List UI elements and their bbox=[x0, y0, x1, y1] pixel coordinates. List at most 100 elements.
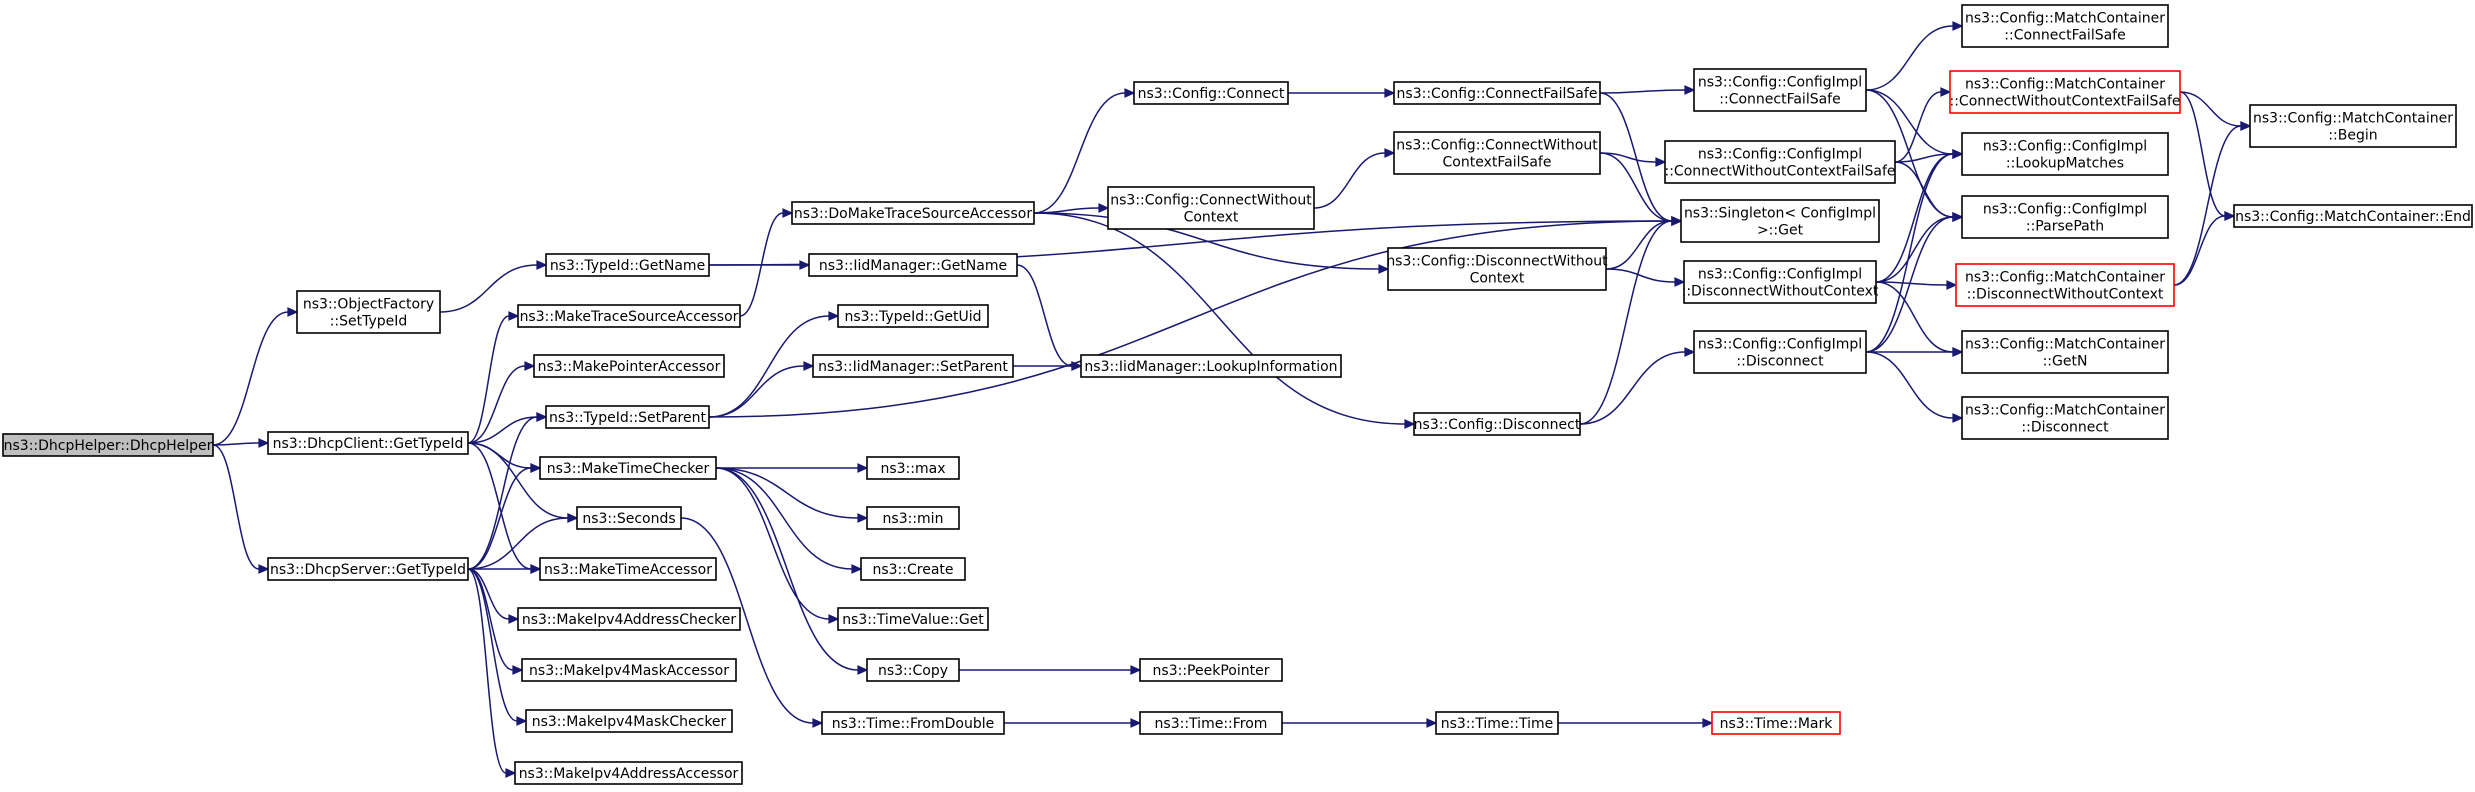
node-makeTimeChecker[interactable]: ns3::MakeTimeChecker bbox=[539, 456, 717, 480]
node-makeIpv4MaskAcc[interactable]: ns3::MakeIpv4MaskAccessor bbox=[521, 658, 737, 682]
edge-line bbox=[715, 467, 859, 671]
edge-line bbox=[1865, 216, 1954, 353]
node-doMakeTSA[interactable]: ns3::DoMakeTraceSourceAccessor bbox=[791, 201, 1035, 225]
node-label: ns3::MakeIpv4MaskChecker bbox=[532, 714, 727, 730]
node-label: ns3::Time::Time bbox=[1441, 716, 1553, 732]
node-seconds[interactable]: ns3::Seconds bbox=[576, 506, 682, 530]
node-timeTime[interactable]: ns3::Time::Time bbox=[1435, 711, 1559, 735]
edge-arrowhead bbox=[1952, 347, 1964, 357]
node-box bbox=[296, 290, 441, 334]
node-box bbox=[1387, 247, 1607, 291]
node-box bbox=[866, 456, 960, 480]
node-label: ns3::Time::From bbox=[1155, 716, 1268, 732]
node-label: ::DisconnectWithoutContext bbox=[1682, 284, 1879, 300]
node-label: ns3::Config::ConfigImpl bbox=[1698, 75, 1862, 91]
node-implConnectWOCFS[interactable]: ns3::Config::ConfigImpl::ConnectWithoutC… bbox=[1664, 140, 1896, 184]
node-serverGTI[interactable]: ns3::DhcpServer::GetTypeId bbox=[267, 557, 469, 581]
node-cfgConnectFS[interactable]: ns3::Config::ConnectFailSafe bbox=[1393, 81, 1601, 105]
node-box bbox=[821, 711, 1005, 735]
edge-arrowhead bbox=[1940, 87, 1952, 97]
node-singletonGet[interactable]: ns3::Singleton< ConfigImpl >::Get bbox=[1680, 199, 1880, 243]
node-label: ns3::Config::ConnectWithout bbox=[1396, 138, 1598, 154]
edge-arrowhead bbox=[1952, 149, 1964, 159]
node-label: ns3::Singleton< ConfigImpl bbox=[1684, 206, 1876, 222]
node-implDisconnectWOC[interactable]: ns3::Config::ConfigImpl::DisconnectWitho… bbox=[1682, 260, 1879, 304]
node-label: ns3::IidManager::SetParent bbox=[818, 359, 1008, 375]
edge-arrowhead bbox=[1384, 88, 1396, 98]
node-mcBegin[interactable]: ns3::Config::MatchContainer::Begin bbox=[2249, 104, 2457, 148]
node-objfac[interactable]: ns3::ObjectFactory::SetTypeId bbox=[296, 290, 441, 334]
node-timeValueGet[interactable]: ns3::TimeValue::Get bbox=[837, 607, 989, 631]
node-iidLookupInfo[interactable]: ns3::IidManager::LookupInformation bbox=[1080, 354, 1342, 378]
node-cfgConnectWOC[interactable]: ns3::Config::ConnectWithoutContext bbox=[1107, 186, 1315, 230]
node-box bbox=[2249, 104, 2457, 148]
edge-arrowhead bbox=[1071, 361, 1083, 371]
node-makeTSA[interactable]: ns3::MakeTraceSourceAccessor bbox=[517, 304, 741, 328]
node-iidGetName[interactable]: ns3::IidManager::GetName bbox=[808, 253, 1018, 277]
node-cfgConnect[interactable]: ns3::Config::Connect bbox=[1133, 81, 1289, 105]
node-cfgDisconnect[interactable]: ns3::Config::Disconnect bbox=[1413, 412, 1581, 436]
edge-line bbox=[467, 416, 538, 444]
node-makeIpv4AddrAcc[interactable]: ns3::MakeIpv4AddressAccessor bbox=[514, 761, 743, 785]
edge-timeTime-to-timeMark bbox=[1558, 718, 1714, 728]
edge-serverGTI-to-makeIpv4AddrChecker bbox=[467, 568, 520, 624]
node-tidGetName[interactable]: ns3::TypeId::GetName bbox=[545, 253, 710, 277]
edge-arrowhead bbox=[1378, 264, 1390, 274]
edge-arrowhead bbox=[258, 438, 270, 448]
node-label: ::Begin bbox=[2328, 128, 2377, 144]
node-implConnectFS[interactable]: ns3::Config::ConfigImpl::ConnectFailSafe bbox=[1693, 68, 1867, 112]
node-mcGetN[interactable]: ns3::Config::MatchContainer::GetN bbox=[1961, 330, 2169, 374]
node-mcEnd[interactable]: ns3::Config::MatchContainer::End bbox=[2233, 204, 2473, 228]
node-makePtrAcc[interactable]: ns3::MakePointerAccessor bbox=[533, 354, 725, 378]
node-mcConnectFS[interactable]: ns3::Config::MatchContainer::ConnectFail… bbox=[1961, 4, 2169, 48]
node-peekPointer[interactable]: ns3::PeekPointer bbox=[1139, 658, 1283, 682]
edge-mcConnectWOCFS-to-mcBegin bbox=[2179, 91, 2252, 131]
node-makeIpv4MaskChecker[interactable]: ns3::MakeIpv4MaskChecker bbox=[525, 709, 733, 733]
node-label: ns3::DoMakeTraceSourceAccessor bbox=[794, 206, 1032, 222]
edge-line bbox=[1599, 89, 1686, 94]
node-timeFromDouble[interactable]: ns3::Time::FromDouble bbox=[821, 711, 1005, 735]
node-max[interactable]: ns3::max bbox=[866, 456, 960, 480]
node-create[interactable]: ns3::Create bbox=[860, 557, 966, 581]
node-makeTimeAcc[interactable]: ns3::MakeTimeAccessor bbox=[539, 557, 717, 581]
node-implLookup[interactable]: ns3::Config::ConfigImpl::LookupMatches bbox=[1961, 132, 2169, 176]
node-cfgDisconnectWOC[interactable]: ns3::Config::DisconnectWithoutContext bbox=[1386, 247, 1608, 291]
node-label: ns3::Config::ConfigImpl bbox=[1983, 202, 2147, 218]
node-label: ns3::Config::MatchContainer bbox=[2253, 111, 2453, 127]
node-box bbox=[539, 456, 717, 480]
node-timeMark[interactable]: ns3::Time::Mark bbox=[1711, 711, 1841, 735]
edge-line bbox=[467, 416, 538, 570]
node-label: ns3::MakeIpv4MaskAccessor bbox=[529, 663, 729, 679]
node-clientGTI[interactable]: ns3::DhcpClient::GetTypeId bbox=[267, 431, 469, 455]
node-tidGetUid[interactable]: ns3::TypeId::GetUid bbox=[837, 304, 989, 328]
node-root[interactable]: ns3::DhcpHelper::DhcpHelper bbox=[2, 433, 214, 457]
node-min[interactable]: ns3::min bbox=[866, 506, 960, 530]
node-label: ::ConnectWithoutContextFailSafe bbox=[1949, 94, 2180, 110]
node-mcConnectWOCFS[interactable]: ns3::Config::MatchContainer::ConnectWith… bbox=[1949, 70, 2181, 114]
node-copy[interactable]: ns3::Copy bbox=[866, 658, 960, 682]
node-tidSetParent[interactable]: ns3::TypeId::SetParent bbox=[545, 405, 710, 429]
edge-cfgConnectFS-to-implConnectFS bbox=[1599, 85, 1696, 95]
edge-arrowhead bbox=[1702, 718, 1714, 728]
edge-timeFromDouble-to-timeFrom bbox=[1004, 718, 1142, 728]
edge-implDisconnect-to-mcGetN bbox=[1865, 347, 1964, 357]
node-iidSetParent[interactable]: ns3::IidManager::SetParent bbox=[812, 354, 1014, 378]
node-implDisconnect[interactable]: ns3::Config::ConfigImpl::Disconnect bbox=[1693, 330, 1867, 374]
node-mcDisconnectWOC[interactable]: ns3::Config::MatchContainer::DisconnectW… bbox=[1955, 263, 2175, 307]
node-label: ns3::PeekPointer bbox=[1153, 663, 1270, 679]
node-makeIpv4AddrChecker[interactable]: ns3::MakeIpv4AddressChecker bbox=[517, 607, 741, 631]
node-cfgConnectWOCFS[interactable]: ns3::Config::ConnectWithoutContextFailSa… bbox=[1393, 131, 1601, 175]
node-label: ns3::TypeId::GetName bbox=[550, 258, 705, 274]
node-implParsePath[interactable]: ns3::Config::ConfigImpl::ParsePath bbox=[1961, 195, 2169, 239]
node-box bbox=[1961, 195, 2169, 239]
edge-arrowhead bbox=[1674, 277, 1686, 287]
node-timeFrom[interactable]: ns3::Time::From bbox=[1139, 711, 1283, 735]
edge-arrowhead bbox=[812, 718, 824, 728]
node-label: ns3::Config::MatchContainer bbox=[1965, 337, 2165, 353]
node-label: ns3::min bbox=[883, 511, 944, 527]
node-label: ns3::MakeTimeChecker bbox=[547, 461, 710, 477]
node-label: ns3::Config::ConfigImpl bbox=[1983, 139, 2147, 155]
edge-line bbox=[467, 568, 510, 620]
edge-line bbox=[467, 517, 569, 570]
node-mcDisconnect[interactable]: ns3::Config::MatchContainer::Disconnect bbox=[1961, 396, 2169, 440]
